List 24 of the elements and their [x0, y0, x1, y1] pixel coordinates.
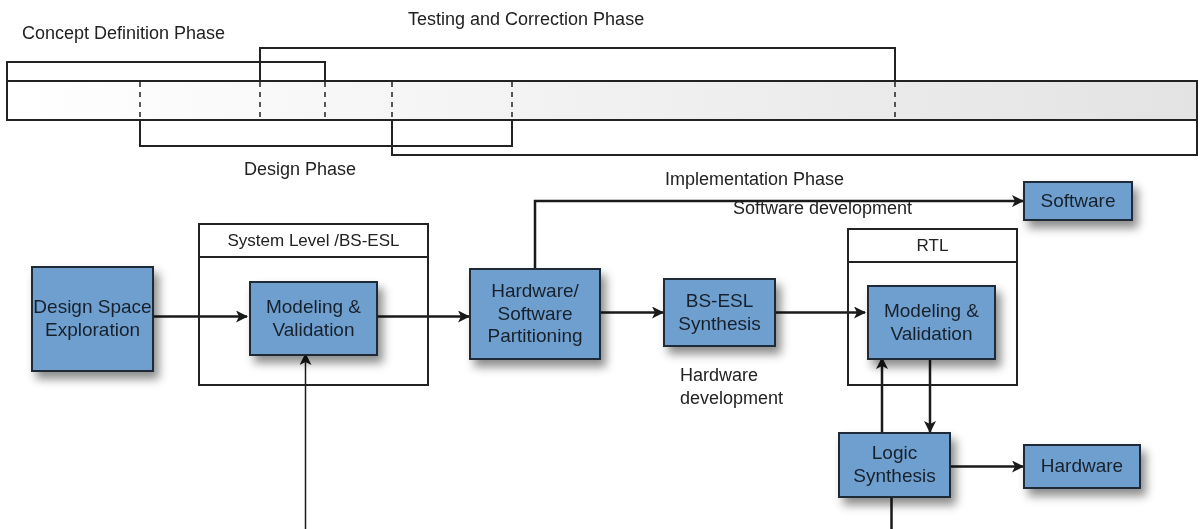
phase-label: Testing and Correction Phase — [408, 8, 646, 31]
phase-label: Design Phase — [244, 158, 358, 181]
arrow — [951, 460, 1024, 473]
process-box: Software — [1023, 181, 1133, 221]
process-box: Logic Synthesis — [838, 432, 951, 498]
phase-label: Hardware development — [680, 364, 785, 411]
arrow — [924, 358, 936, 433]
phase-label: Concept Definition Phase — [22, 22, 227, 45]
process-box: Modeling & Validation — [249, 281, 378, 356]
group-frame — [847, 228, 1018, 386]
arrow — [533, 195, 1024, 268]
arrow — [154, 310, 248, 323]
arrow — [776, 306, 866, 319]
process-box: Hardware — [1023, 444, 1141, 489]
group-heading: System Level /BS-ESL — [200, 225, 427, 258]
process-box: Modeling & Validation — [867, 285, 996, 360]
group-frame — [198, 223, 429, 386]
process-box: BS-ESL Synthesis — [663, 278, 776, 347]
phase-label: Software development — [733, 197, 914, 220]
phase-label: Implementation Phase — [665, 168, 846, 191]
arrow — [601, 306, 664, 319]
group-heading: RTL — [849, 230, 1016, 263]
process-box: Hardware/ Software Partitioning — [469, 268, 601, 360]
process-box: Design Space Exploration — [31, 266, 154, 372]
